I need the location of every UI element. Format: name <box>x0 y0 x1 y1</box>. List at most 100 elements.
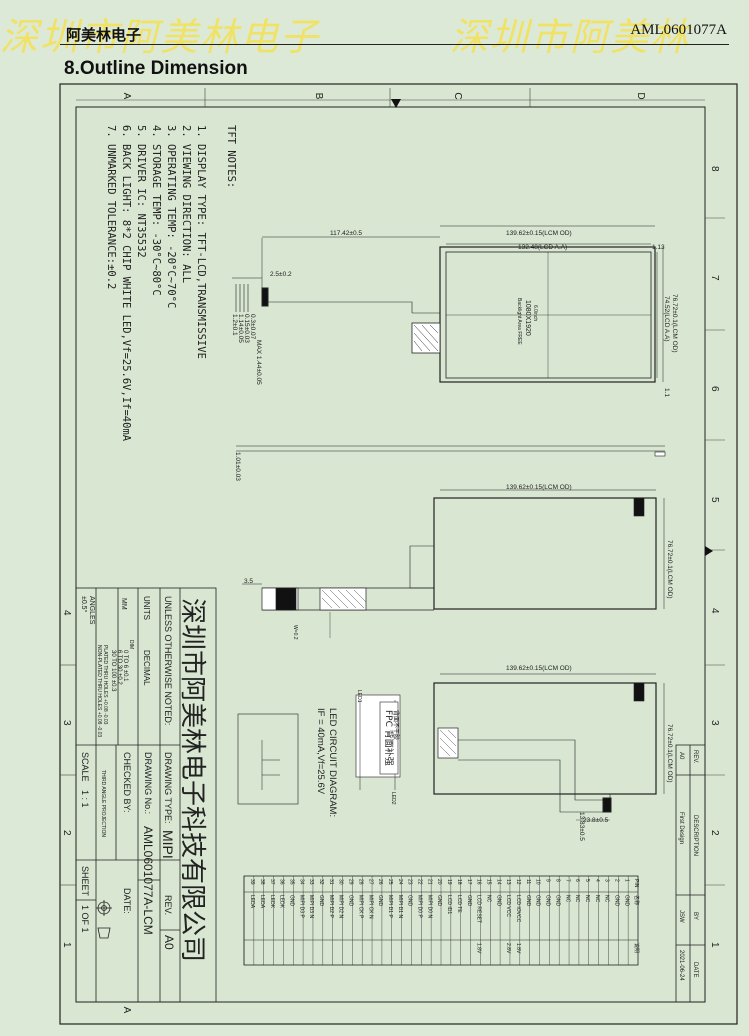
pin-4-name: NC <box>594 895 600 903</box>
pin-26-name: GND <box>377 895 383 907</box>
zone-A-top: A <box>121 93 132 100</box>
pin-13-number: 13 <box>505 879 511 885</box>
title-angles: ANGLES <box>88 596 95 625</box>
pin-38-number: 38 <box>259 879 265 885</box>
pin-17-number: 17 <box>466 879 472 885</box>
title-rev: A0 <box>162 935 176 950</box>
rev-row-date: 2021-06-24 <box>678 950 684 981</box>
title-company: 深圳市阿美林电子科技有限公司 <box>177 598 207 962</box>
title-plated: PLATED THRU HOLES +0.08 -0.03 <box>102 645 108 725</box>
projection-symbol <box>96 900 112 939</box>
dim-side-thickness: 1.01±0.03 <box>234 452 241 481</box>
dim-lcd-aa-height: 74.52(LCD A.A) <box>663 296 670 342</box>
dim-lcm-od-c: 139.62±0.15(LCM OD) <box>506 665 572 672</box>
pin-22-number: 22 <box>417 879 423 885</box>
dim-lcm-od-b: 139.62±0.15(LCM OD) <box>506 484 572 491</box>
pin-5-number: 5 <box>584 879 590 882</box>
panel-size: 6.0inch <box>532 305 538 321</box>
pin-37-name: LEDK <box>269 895 275 909</box>
sticker-text: FPC 背面补强 <box>383 710 395 766</box>
pin-19-number: 19 <box>446 879 452 885</box>
zone-left-2: 2 <box>61 830 72 836</box>
title-drawing-no-label: DRAWING No.: <box>143 752 153 814</box>
dim-fpc-offset: 2.5±0.2 <box>270 271 292 278</box>
title-scale-label: SCALE <box>80 752 90 782</box>
panel-note: Backlight Area FREE <box>516 298 522 345</box>
pin-20-name: GND <box>436 895 442 907</box>
dim-lcm-od: 139.62±0.15(LCM OD) <box>506 230 572 237</box>
revision-block <box>675 744 706 1003</box>
pin-25-number: 25 <box>387 879 393 885</box>
pin-8-number: 8 <box>554 879 560 882</box>
zone-2: 2 <box>709 830 720 836</box>
pin-18-name: LCD TE <box>456 895 462 913</box>
dim-gap: 1.13 <box>652 244 665 251</box>
pin-3-name: NC <box>604 895 610 903</box>
pin-2-number: 2 <box>614 879 620 882</box>
zone-B-top: B <box>313 93 324 100</box>
pin-26-number: 26 <box>377 879 383 885</box>
pin-1-name: GND <box>623 895 629 907</box>
pin-10-number: 10 <box>535 879 541 885</box>
pin-12-note: 1.8V <box>515 943 521 954</box>
notes-title: TFT NOTES: <box>225 125 237 188</box>
watermark-left: 深圳市阿美林电子 <box>0 15 321 59</box>
led-circuit-diagram: LED1 LED2 LED CIRCUIT DIAGRAM: IF = 40mA… <box>237 690 401 817</box>
note-4: 4. STORAGE TEMP: -30°C~80°C <box>150 125 162 296</box>
pin-34-name: MIPI D3 P <box>298 895 304 918</box>
pin-33-name: MIPI D3 N <box>308 895 314 918</box>
dim-thickness-2: 0.3±0.07 <box>249 314 256 340</box>
title-scale: 1 : 1 <box>80 790 90 808</box>
pin-1-number: 1 <box>623 879 629 882</box>
title-sheet-label: SHEET <box>80 866 90 897</box>
rev-header-description: DESCRIPTION <box>692 815 698 856</box>
pin-20-number: 20 <box>436 879 442 885</box>
pin-39-name: LEDA <box>249 895 255 909</box>
pin-6-number: 6 <box>574 879 580 882</box>
zone-6: 6 <box>709 386 720 392</box>
led-2-label: LED2 <box>390 792 396 805</box>
title-checked-label: CHECKED BY: <box>122 752 132 813</box>
zone-8: 8 <box>709 166 720 172</box>
pin-11-name: GND <box>525 895 531 907</box>
pin-27-name: MIPI CK N <box>367 895 373 919</box>
sticker-title: 背面不干胶 <box>392 710 400 740</box>
header-rule <box>60 44 729 45</box>
dim-lcd-aa: 132.48(LCD A.A) <box>518 244 567 251</box>
rev-row-by: JSW <box>678 910 684 923</box>
pin-4-number: 4 <box>594 879 600 882</box>
pin-24-number: 24 <box>397 879 403 885</box>
pin-12-number: 12 <box>515 879 521 885</box>
title-tol-row-1: 0 TO 6 ±0.1 <box>122 650 128 682</box>
pin-10-name: GND <box>535 895 541 907</box>
back-view <box>242 489 665 638</box>
rev-header-date: DATE <box>692 962 698 978</box>
zone-1: 1 <box>709 942 720 948</box>
pin-34-number: 34 <box>298 879 304 885</box>
dim-thickness-3: 0.15±0.03 <box>243 314 250 343</box>
pin-7-number: 7 <box>564 879 570 882</box>
rev-row-rev: A0 <box>678 752 684 760</box>
pin-19-name: LCD ID1 <box>446 895 452 914</box>
watermark-right: 深圳市阿美林 <box>450 15 691 59</box>
pin-5-name: NC <box>584 895 590 903</box>
pin-32-number: 32 <box>318 879 324 885</box>
zone-left-4: 4 <box>61 610 72 616</box>
dim-fpc-width: 23.8±0.5 <box>583 817 609 824</box>
pin-header-name: 名称 <box>633 895 640 905</box>
pin-36-name: LEDK <box>279 895 285 909</box>
dim-thickness-max: MAX 1.44±0.05 <box>255 340 262 385</box>
center-marker-right <box>705 546 713 556</box>
pin-12-name: LCD IOVCC <box>515 895 521 923</box>
pin-29-number: 29 <box>348 879 354 885</box>
pin-16-number: 16 <box>476 879 482 885</box>
title-tol-row-3: 30 TO 100 ±0.3 <box>110 650 116 692</box>
pin-31-name: MIPI D2 P <box>328 895 334 918</box>
pin-header-number: PIN <box>633 879 639 888</box>
pin-23-name: GND <box>407 895 413 907</box>
pin-2-name: GND <box>614 895 620 907</box>
pin-16-note: 1.8V <box>476 943 482 954</box>
header-company: 阿美林电子 <box>66 26 142 44</box>
title-mm: MM <box>120 598 127 610</box>
